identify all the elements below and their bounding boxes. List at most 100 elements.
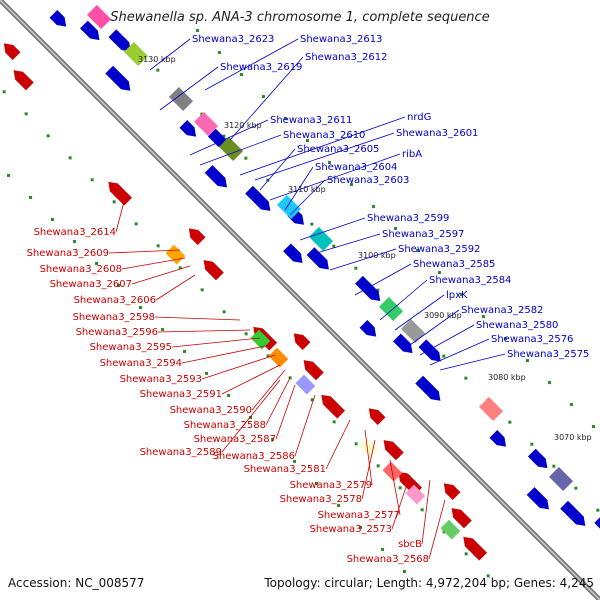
plus-label-leader	[394, 294, 445, 331]
plus-gene-label: Shewana3_2576	[491, 334, 573, 345]
plus-strand-gene	[283, 243, 303, 263]
plus-label-leader	[204, 38, 299, 91]
minus-gene-label: Shewana3_2591	[140, 389, 222, 400]
minus-strand-block	[268, 347, 289, 368]
track-dot	[464, 376, 468, 380]
track-dot	[591, 425, 595, 429]
plus-label-leader	[289, 179, 326, 216]
minus-strand-gene	[443, 483, 461, 501]
track-dot	[442, 530, 446, 534]
track-dot	[288, 376, 292, 380]
plus-label-leader	[379, 279, 428, 321]
minus-strand-gene	[13, 70, 34, 91]
plus-strand-block	[378, 296, 404, 322]
minus-label-leader	[221, 364, 281, 395]
plus-label-leader	[189, 119, 269, 156]
track-dot	[508, 420, 512, 424]
minus-label-leader	[115, 197, 126, 233]
plus-label-leader	[354, 263, 412, 296]
minus-strand-gene	[188, 228, 206, 246]
track-dot	[354, 442, 358, 446]
track-dot	[266, 178, 270, 182]
plus-gene-label: Shewana3_2612	[305, 52, 387, 63]
plus-gene-label: Shewana3_2582	[461, 305, 543, 316]
track-dot	[2, 90, 6, 94]
plus-strand-gene	[393, 333, 413, 354]
minus-gene-label: Shewana3_2598	[73, 312, 155, 323]
minus-gene-label: Shewana3_2573	[310, 524, 392, 535]
plus-strand-gene	[179, 120, 197, 137]
plus-gene-label: Shewana3_2603	[327, 175, 409, 186]
plus-gene-label: Shewana3_2611	[270, 115, 352, 126]
track-dot	[525, 359, 529, 363]
track-dot	[359, 525, 363, 529]
track-dot	[134, 222, 138, 226]
minus-gene-label: Shewana3_2614	[34, 227, 116, 238]
plus-strand-gene	[355, 275, 381, 302]
track-dot	[481, 315, 485, 319]
track-dot	[227, 393, 231, 397]
plus-strand-gene	[560, 500, 586, 526]
minus-gene-label: Shewana3_2581	[244, 464, 326, 475]
plus-gene-label: Shewana3_2580	[476, 320, 558, 331]
minus-label-leader	[325, 419, 351, 470]
track-dot	[222, 310, 226, 314]
accession-text: Accession: NC_008577	[8, 576, 145, 590]
plus-gene-label: Shewana3_2592	[398, 244, 480, 255]
track-dot	[24, 112, 28, 116]
plus-label-leader	[254, 132, 395, 181]
minus-label-leader	[265, 377, 291, 426]
plus-strand-gene	[594, 515, 600, 532]
minus-label-leader	[171, 337, 261, 348]
tick-label: 3070 kbp	[554, 433, 592, 442]
track-dot	[327, 161, 331, 165]
track-dot	[161, 327, 165, 331]
minus-label-leader	[391, 474, 411, 530]
plus-strand-gene	[105, 65, 131, 91]
minus-label-leader	[157, 329, 251, 333]
track-dot	[7, 173, 11, 177]
track-dot	[156, 244, 160, 248]
track-dot	[293, 459, 297, 463]
minus-strand-gene	[451, 508, 472, 529]
plus-label-leader	[229, 56, 304, 141]
minus-gene-label: Shewana3_2607	[50, 279, 132, 290]
plus-strand-block	[308, 226, 334, 252]
plus-label-leader	[239, 116, 406, 176]
track-dot	[139, 305, 143, 309]
plus-strand-block	[400, 318, 426, 344]
track-dot	[271, 437, 275, 441]
plus-label-leader	[299, 217, 366, 241]
plus-gene-label: nrdG	[407, 112, 431, 123]
track-dot	[315, 481, 319, 485]
plus-label-leader	[329, 248, 397, 271]
track-dot	[596, 508, 600, 512]
track-dot	[332, 244, 336, 248]
track-dot	[393, 227, 397, 231]
plus-gene-label: Shewana3_2601	[396, 128, 478, 139]
plus-gene-label: Shewana3_2597	[382, 229, 464, 240]
plus-gene-label: Shewana3_2619	[220, 62, 302, 73]
track-dot	[547, 381, 551, 385]
track-dot	[112, 200, 116, 204]
plus-strand-gene	[527, 448, 548, 469]
minus-label-leader	[131, 265, 191, 285]
minus-label-leader	[428, 499, 446, 560]
plus-strand-gene	[489, 430, 507, 447]
track-dot	[249, 415, 253, 419]
track-dot	[266, 354, 270, 358]
minus-label-leader	[275, 384, 296, 440]
minus-label-leader	[108, 249, 181, 254]
plus-gene-label: Shewana3_2623	[192, 34, 274, 45]
plus-gene-label: ribA	[402, 149, 422, 160]
plus-label-leader	[159, 66, 219, 111]
track-dot	[337, 503, 341, 507]
plus-gene-label: Shewana3_2610	[283, 130, 365, 141]
minus-gene-label: Shewana3_2568	[347, 554, 429, 565]
plus-strand-gene	[108, 29, 131, 52]
track-dot	[530, 442, 534, 446]
plus-label-leader	[199, 134, 282, 166]
track-dot	[371, 205, 375, 209]
minus-strand-gene	[463, 536, 488, 561]
